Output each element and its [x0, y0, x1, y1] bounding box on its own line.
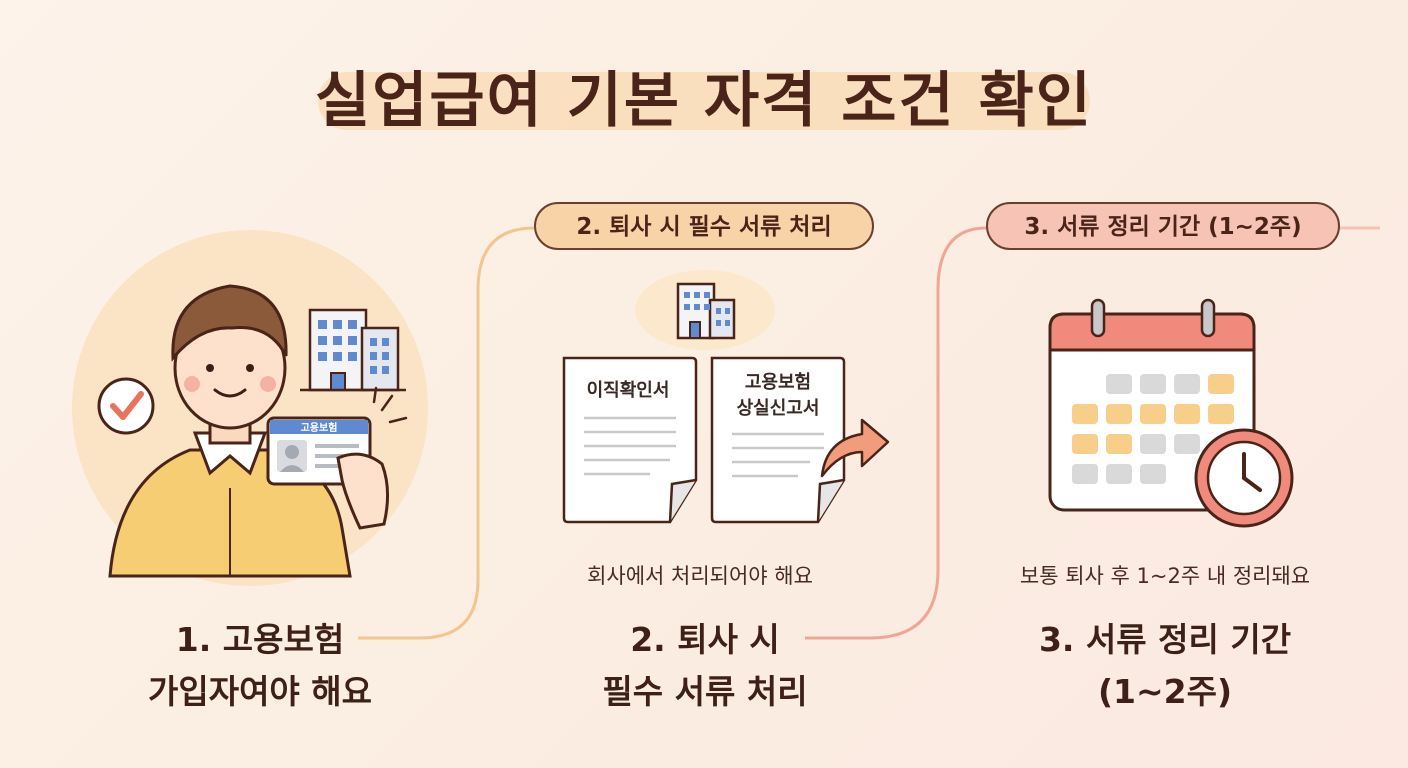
step2-illustration: 이직확인서 고용보험 상실신고서: [562, 270, 890, 524]
clock-icon: [1194, 428, 1294, 528]
page-title: 실업급여 기본 자격 조건 확인: [315, 66, 1093, 136]
doc2-title-line1: 고용보험: [745, 371, 811, 393]
step2-label-line1: 2. 퇴사 시: [630, 620, 780, 659]
step1-illustration: 고용보험: [72, 230, 428, 586]
step3-label: 3. 서류 정리 기간 (1~2주): [990, 614, 1340, 718]
title-highlight: [318, 72, 1090, 130]
step3-caption: 보통 퇴사 후 1~2주 내 정리돼요: [1019, 564, 1311, 588]
check-icon: [97, 377, 155, 435]
connector-2: [805, 226, 987, 640]
id-card-icon: 고용보험: [266, 416, 372, 486]
arrow-icon: [820, 418, 890, 478]
document-icon: 이직확인서: [562, 356, 698, 524]
hand-icon: [336, 452, 389, 530]
step1-label-line1: 1. 고용보험: [175, 620, 345, 659]
step2-pill: 2. 퇴사 시 필수 서류 처리: [534, 202, 874, 250]
step3-pill: 3. 서류 정리 기간 (1~2주): [986, 202, 1340, 250]
document-icon: 고용보험 상실신고서: [710, 356, 846, 524]
building-icon: [300, 308, 406, 392]
step2-caption: 회사에서 처리되어야 해요: [587, 564, 813, 588]
doc1-title: 이직확인서: [587, 380, 670, 401]
step3-illustration: [1048, 298, 1294, 528]
step2-label: 2. 퇴사 시 필수 서류 처리: [540, 614, 870, 718]
step3-label-line2: (1~2주): [1097, 672, 1233, 711]
step1-label-line2: 가입자여야 해요: [147, 672, 372, 711]
connector-1: [358, 226, 535, 640]
step3-label-line1: 3. 서류 정리 기간: [1038, 620, 1292, 659]
card-label: 고용보험: [301, 421, 338, 434]
doc2-title-line2: 상실신고서: [737, 398, 820, 419]
step1-label: 1. 고용보험 가입자여야 해요: [110, 614, 410, 718]
step2-label-line2: 필수 서류 처리: [602, 672, 808, 711]
building-icon: [676, 282, 736, 340]
title-container: 실업급여 기본 자격 조건 확인: [0, 52, 1408, 139]
sparkle-icon: [372, 386, 408, 424]
